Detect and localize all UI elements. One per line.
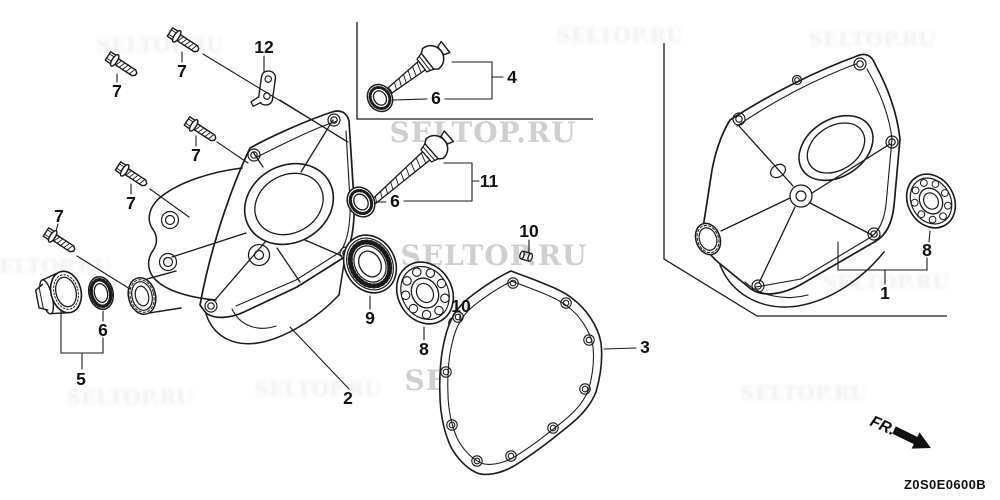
callout-7: 7 [126, 193, 136, 213]
callout-7: 7 [112, 81, 122, 101]
ball-bearing [905, 173, 957, 229]
callout-11: 11 [480, 171, 499, 191]
oil-drain-cap [34, 270, 83, 315]
callouts: 12 7 7 7 7 7 4 6 11 6 6 5 9 8 10 10 2 3 … [54, 37, 932, 408]
callout-1: 1 [880, 283, 890, 303]
callout-6: 6 [390, 191, 400, 211]
callout-10: 10 [451, 296, 471, 316]
watermark-ghosts: SELTOP.RU SELTOP.RU SELTOP.RU SELTOP.RU … [0, 23, 950, 409]
watermark-ghost: SELTOP.RU [822, 270, 949, 294]
front-label: FR. [867, 413, 897, 439]
crankcase-side-cover-exploded [127, 110, 355, 345]
leader-lines [55, 22, 947, 390]
callout-7: 7 [191, 145, 201, 165]
bolt-icon [182, 114, 220, 146]
watermark-ghost: SELTOP.RU [96, 33, 223, 57]
callout-6: 6 [98, 320, 108, 340]
filler-neck [127, 277, 157, 315]
drawing-code: Z0S0E0600B [904, 477, 986, 492]
callout-8: 8 [922, 240, 932, 260]
callout-5: 5 [76, 369, 86, 389]
callout-2: 2 [343, 388, 353, 408]
tab-bracket [250, 70, 277, 107]
callout-8: 8 [419, 339, 429, 359]
ball-bearing [395, 261, 455, 325]
callout-12: 12 [254, 37, 274, 57]
drain-cap-seal [87, 275, 115, 311]
front-arrow-icon [892, 426, 931, 449]
callout-9: 9 [365, 308, 375, 328]
watermark-ghost: SELTOP.RU [740, 381, 867, 405]
callout-6: 6 [431, 88, 441, 108]
callout-7: 7 [54, 206, 64, 226]
front-direction: FR. [867, 413, 931, 449]
filler-cap-seal [366, 83, 394, 113]
bolt-icon [41, 225, 79, 257]
crankcase-side-cover-assembled [694, 53, 901, 308]
callout-10: 10 [519, 221, 539, 241]
cover-gasket [438, 270, 603, 476]
dipstick-seal [346, 186, 376, 218]
callout-4: 4 [507, 67, 517, 87]
watermark-ghost: SELTOP.RU [556, 23, 683, 47]
watermark-ghost: SELTOP.RU [254, 377, 381, 401]
oil-seal [342, 234, 398, 294]
filler-neck [694, 222, 722, 256]
oil-dipstick [365, 130, 455, 210]
watermark: SELTOP.RU [389, 116, 576, 149]
watermark-ghost: SELTOP.RU [808, 27, 935, 51]
watermark-ghost: SELTOP.RU [66, 385, 193, 409]
flange-bolts [41, 25, 220, 257]
bolt-icon [113, 159, 151, 191]
callout-3: 3 [640, 337, 650, 357]
callout-7: 7 [177, 61, 187, 81]
